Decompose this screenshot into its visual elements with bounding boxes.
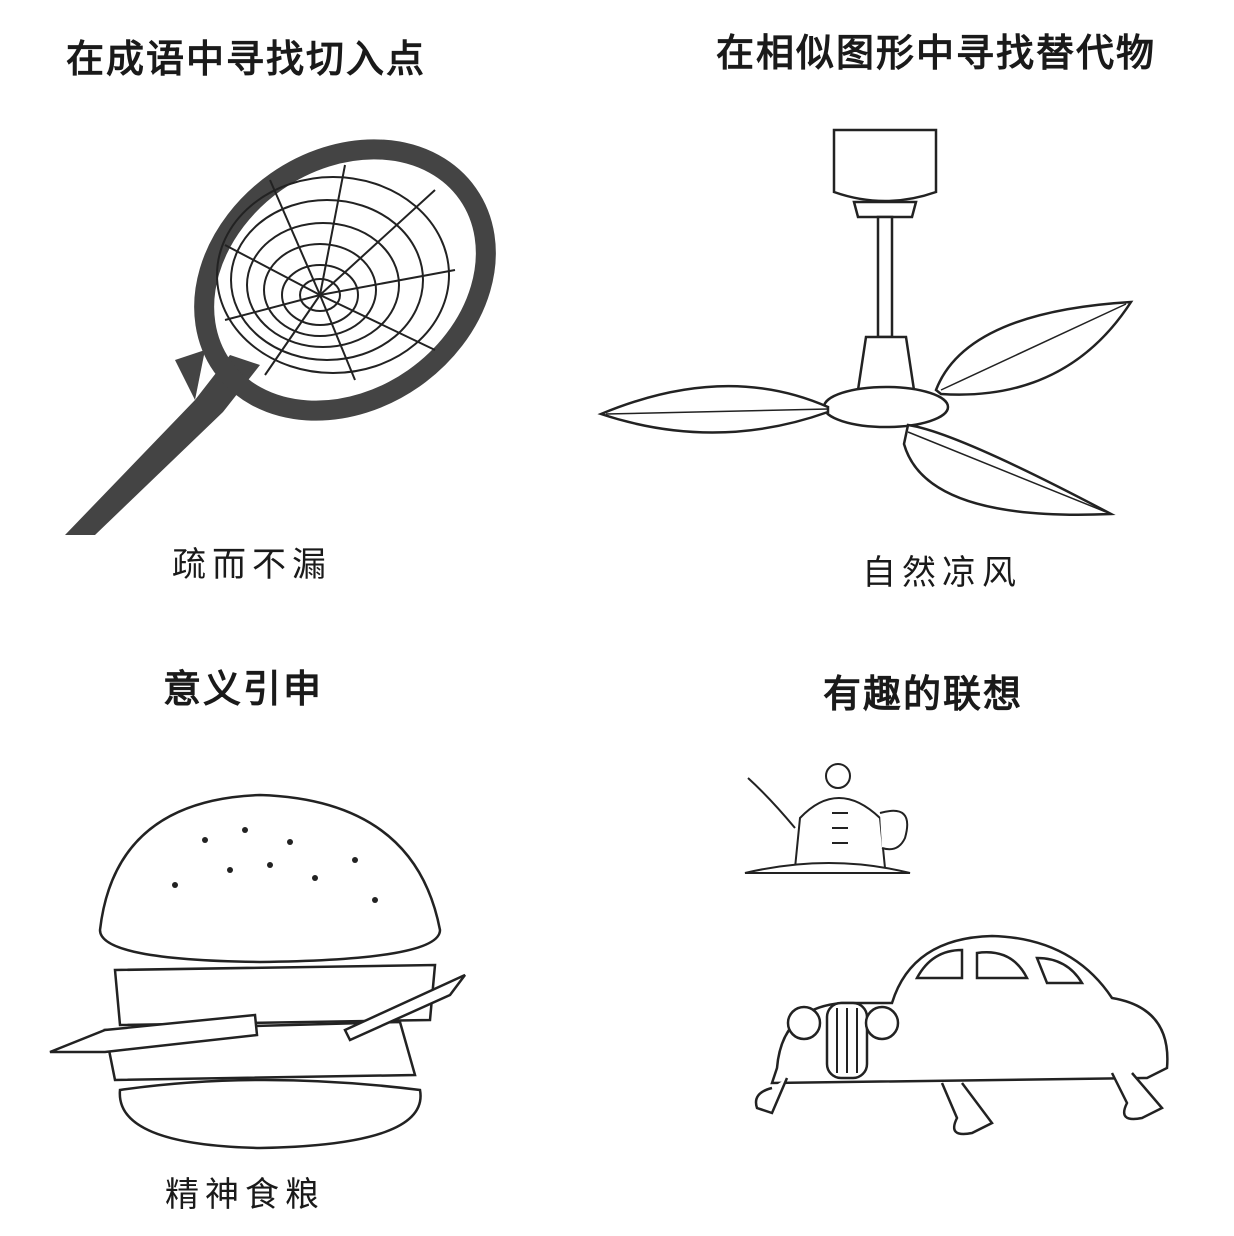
panel-3-caption: 精神食粮 [165, 1175, 325, 1215]
panel-2-heading: 在相似图形中寻找替代物 [716, 31, 1157, 75]
panel-1-heading: 在成语中寻找切入点 [66, 37, 427, 81]
ceiling-fan-illustration [597, 128, 1134, 516]
racket-spiderweb-illustration [65, 139, 496, 535]
panel-4-heading: 有趣的联想 [823, 672, 1024, 716]
book-hamburger-illustration [49, 793, 466, 1150]
teapot-lady-illustration [744, 763, 911, 874]
panel-3-heading: 意义引申 [163, 667, 324, 711]
panel-1-caption: 疏而不漏 [172, 545, 332, 585]
walking-car-illustration [754, 934, 1169, 1136]
panel-2-caption: 自然凉风 [862, 553, 1022, 593]
